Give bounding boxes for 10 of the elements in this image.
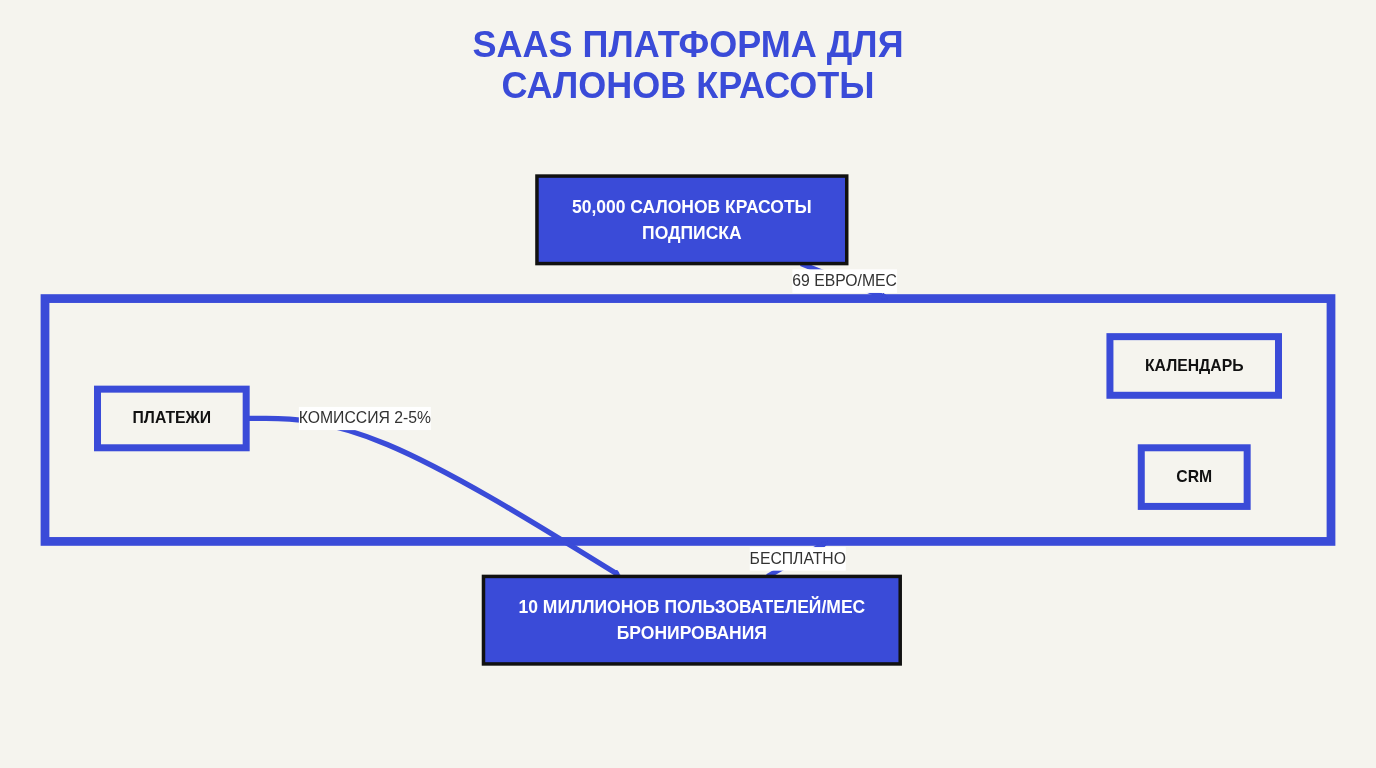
edge-label: БЕСПЛАТНО [749,549,846,568]
node-box: 10 МИЛЛИОНОВ ПОЛЬЗОВАТЕЛЕЙ/МЕС БРОНИРОВАНИЯ [481,574,902,666]
node-box: CRM [1137,444,1251,510]
node-box: КАЛЕНДАРЬ [1106,332,1282,399]
cluster [40,294,1336,546]
diagram-title: SAAS ПЛАТФОРМА ДЛЯ САЛОНОВ КРАСОТЫ [471,24,905,107]
node-box: 50,000 САЛОНОВ КРАСОТЫ ПОДПИСКА [535,174,849,266]
node-box: ПЛАТЕЖИ [94,385,250,452]
edge-label: 69 ЕВРО/МЕС [792,271,897,290]
edge-label: КОМИССИЯ 2-5% [298,409,431,427]
